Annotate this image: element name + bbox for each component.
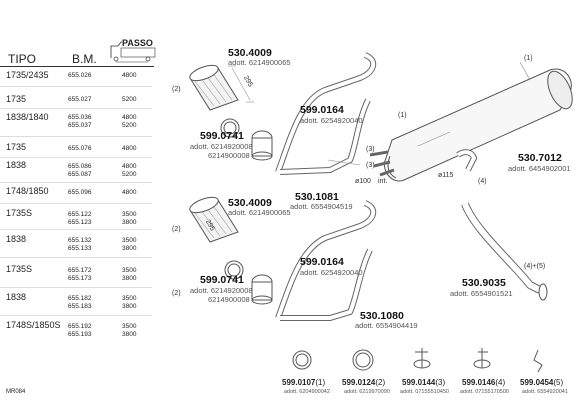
bottom-part-1: 599.0107(1)	[282, 378, 326, 387]
truck-icon	[110, 41, 156, 63]
bottom-part-3: 599.0144(3)	[402, 378, 446, 387]
part-599-0164-bottom: 599.0164	[300, 256, 344, 268]
part-530-1080: 530.1080	[360, 310, 404, 322]
callout-1-top: (1)	[524, 55, 533, 62]
passo-label: PASSO	[122, 38, 153, 48]
passo-logo: PASSO	[108, 38, 158, 64]
vehicle-table: TIPO B.M. PASSO 1735/2435 655.026 4800 1…	[0, 0, 160, 400]
bottom-part-2: 599.0124(2)	[342, 378, 386, 387]
callout-2-b: (2)	[172, 226, 181, 233]
part-599-0741-top: 599.0741	[200, 130, 244, 142]
part-530-4009-bottom: 530.4009	[228, 197, 272, 209]
part-530-7012: 530.7012	[518, 152, 562, 164]
exhaust-diagram: 530.4009 adott. 6214900065 599.0164 adot…	[160, 0, 582, 400]
clamp-top	[220, 118, 273, 161]
diameter-100-int: int.	[378, 178, 388, 185]
callout-3-b: (3)	[366, 162, 375, 169]
leader-lines	[327, 61, 531, 166]
bottom-clamps	[292, 348, 543, 373]
callout-2-a: (2)	[172, 86, 181, 93]
part-599-0741-bottom: 599.0741	[200, 274, 244, 286]
clamp-bottom	[224, 260, 273, 305]
callout-1-left: (1)	[398, 112, 407, 119]
bottom-part-4: 599.0146(4)	[462, 378, 506, 387]
callout-3-a: (3)	[366, 146, 375, 153]
muffler	[369, 68, 573, 182]
front-pipe-bottom	[275, 200, 377, 321]
part-599-0164-top: 599.0164	[300, 104, 344, 116]
diagram-code: MR084	[6, 389, 26, 395]
callout-4-5: (4)+(5)	[524, 263, 546, 270]
diameter-115: ø115	[438, 172, 454, 179]
callout-2-c: (2)	[172, 290, 181, 297]
part-530-1081: 530.1081	[295, 191, 339, 203]
diameter-100: ø100	[355, 178, 371, 185]
flex-pipe-bottom	[189, 196, 239, 243]
header-rule	[0, 66, 154, 67]
flex-pipe-top	[189, 64, 254, 111]
tail-pipe	[461, 202, 548, 301]
callout-4: (4)	[478, 178, 487, 185]
part-530-9035: 530.9035	[462, 277, 506, 289]
header-tipo: TIPO	[8, 52, 37, 66]
bottom-part-5: 599.0454(5)	[520, 378, 564, 387]
front-pipe-top	[275, 52, 377, 175]
part-530-4009-top: 530.4009	[228, 47, 272, 59]
header-bm: B.M.	[72, 52, 97, 66]
